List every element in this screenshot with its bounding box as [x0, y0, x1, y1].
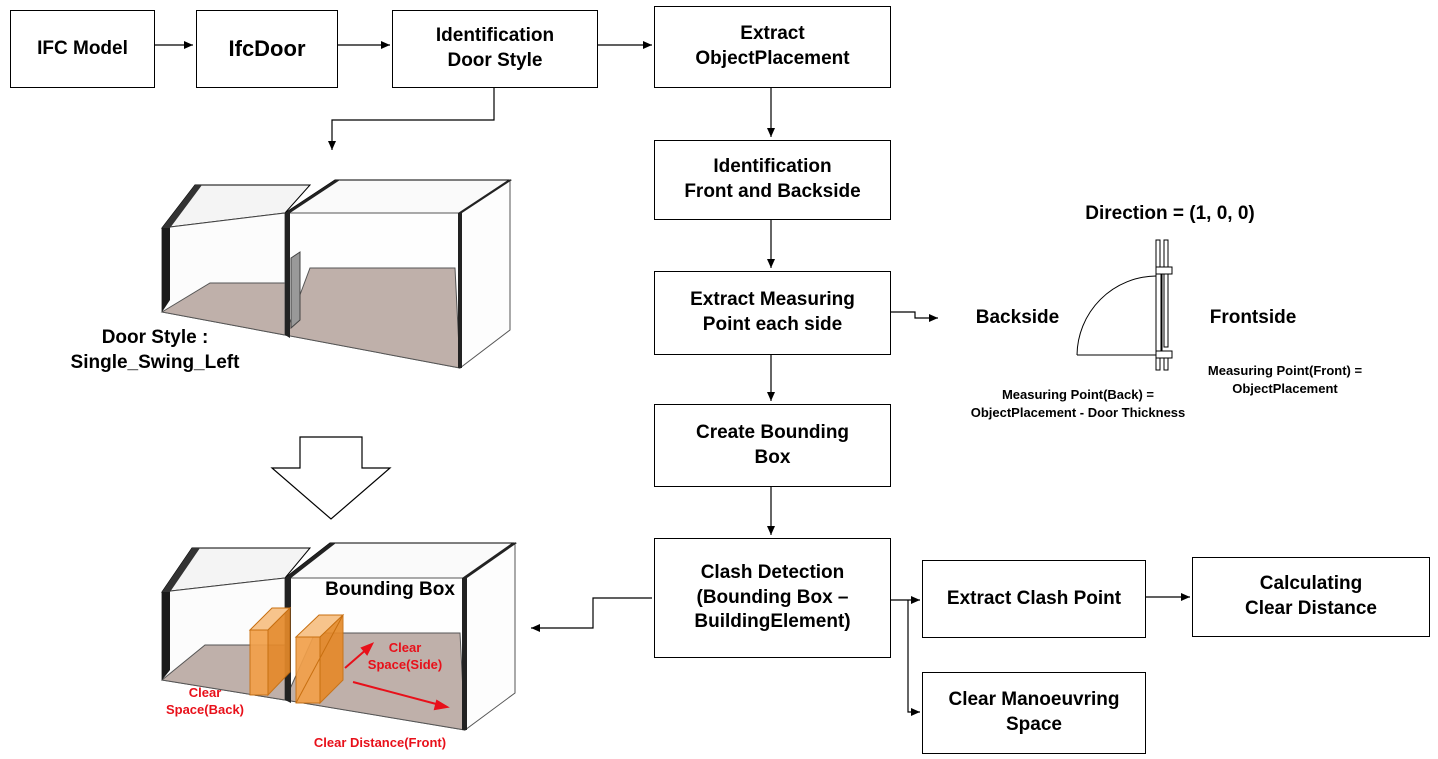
- create-bounding-box-box: Create Bounding Box: [654, 404, 891, 487]
- door-plan-illustration: [1076, 239, 1173, 371]
- clear-space-side-label: Clear Space(Side): [367, 640, 443, 672]
- backside-label: Backside: [975, 307, 1060, 328]
- extract-clash-point-box: Extract Clash Point: [922, 560, 1146, 638]
- clash-detection-box: Clash Detection (Bounding Box – Building…: [654, 538, 891, 658]
- frontside-label: Frontside: [1209, 307, 1297, 328]
- direction-label: Direction = (1, 0, 0): [1085, 203, 1255, 224]
- clear-distance-front-label: Clear Distance(Front): [313, 735, 447, 750]
- extract-object-placement-box: Extract ObjectPlacement: [654, 6, 891, 88]
- measuring-point-back-label: Measuring Point(Back) = ObjectPlacement …: [970, 387, 1186, 420]
- bounding-box-label: Bounding Box: [325, 579, 455, 600]
- measuring-point-front-label: Measuring Point(Front) = ObjectPlacement: [1207, 363, 1363, 396]
- room-illustration-door-style: [160, 179, 512, 370]
- clear-manoeuvring-space-box: Clear Manoeuvring Space: [922, 672, 1146, 754]
- room-illustration-bounding-box: [160, 542, 517, 731]
- calculating-clear-distance-box: Calculating Clear Distance: [1192, 557, 1430, 637]
- door-style-label: Door Style : Single_Swing_Left: [70, 327, 240, 373]
- identification-front-back-box: Identification Front and Backside: [654, 140, 891, 220]
- extract-measuring-point-box: Extract Measuring Point each side: [654, 271, 891, 355]
- ifc-model-box: IFC Model: [10, 10, 155, 88]
- ifc-door-box: IfcDoor: [196, 10, 338, 88]
- identification-door-style-box: Identification Door Style: [392, 10, 598, 88]
- flow-arrows: [155, 41, 1190, 716]
- transform-arrow: [270, 436, 392, 520]
- clear-space-back-label: Clear Space(Back): [165, 685, 245, 717]
